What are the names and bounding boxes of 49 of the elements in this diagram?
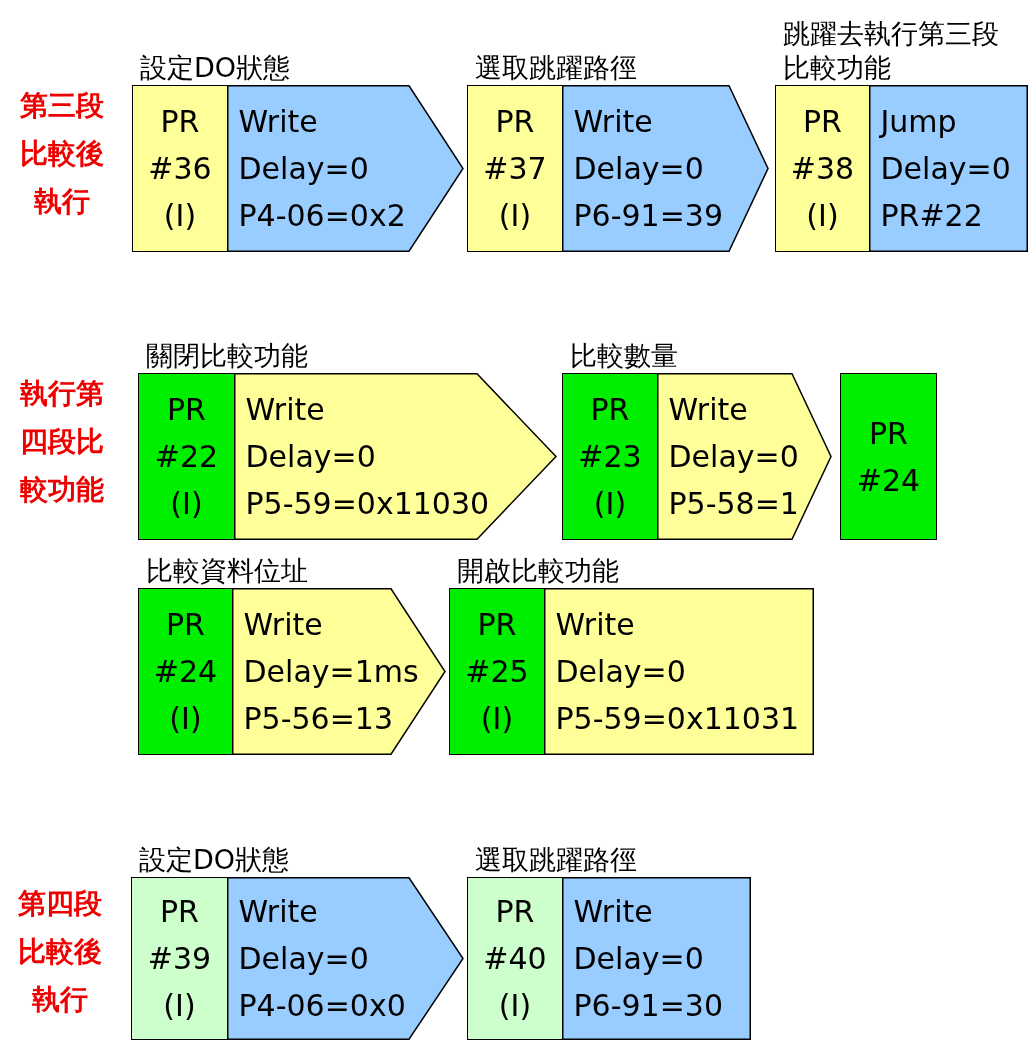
row-label: 第三段比較後執行	[19, 88, 105, 220]
parameter-text: P5-56=13	[243, 700, 393, 738]
block-heading: 關閉比較功能	[146, 339, 308, 373]
delay-text: Delay=0	[238, 150, 369, 188]
pr-number-box: PR #23 (I)	[562, 373, 658, 540]
command-text: Write	[243, 606, 323, 644]
parameter-text: P6-91=39	[573, 197, 723, 235]
delay-text: Delay=0	[573, 940, 704, 978]
row-label: 執行第四段比較功能	[19, 376, 105, 508]
pr-number-box: PR #22 (I)	[138, 373, 235, 540]
delay-text: Delay=0	[238, 940, 369, 978]
pr-number-box: PR #40 (I)	[467, 877, 563, 1040]
block-heading: 設定DO狀態	[139, 843, 290, 877]
parameter-text: P5-59=0x11030	[245, 485, 490, 523]
delay-text: Delay=0	[245, 438, 376, 476]
parameter-text: P5-58=1	[668, 485, 799, 523]
pr-number-box: PR #38 (I)	[775, 85, 870, 252]
pr-number-box: PR #25 (I)	[449, 588, 545, 755]
parameter-text: PR#22	[880, 197, 983, 235]
block-heading: 開啟比較功能	[457, 554, 619, 588]
delay-text: Delay=0	[555, 653, 686, 691]
block-heading: 比較數量	[570, 339, 678, 373]
command-text: Write	[238, 893, 318, 931]
block-heading: 比較資料位址	[146, 554, 308, 588]
pr-number-box: PR #39 (I)	[131, 877, 228, 1040]
block-heading: 設定DO狀態	[140, 51, 291, 85]
pr-number-box: PR #24 (I)	[138, 588, 233, 755]
command-text: Write	[238, 103, 318, 141]
block-heading: 選取跳躍路徑	[475, 51, 637, 85]
command-text: Write	[555, 606, 635, 644]
command-text: Jump	[880, 103, 957, 141]
pr-number-box: PR #37 (I)	[467, 85, 563, 252]
parameter-text: P6-91=30	[573, 987, 723, 1025]
parameter-text: P5-59=0x11031	[555, 700, 800, 738]
command-text: Write	[573, 893, 653, 931]
pr-number-box: PR #36 (I)	[132, 85, 228, 252]
delay-text: Delay=0	[668, 438, 799, 476]
parameter-text: P4-06=0x2	[238, 197, 406, 235]
delay-text: Delay=0	[573, 150, 704, 188]
parameter-text: P4-06=0x0	[238, 987, 406, 1025]
command-text: Write	[245, 391, 325, 429]
row-label: 第四段比較後執行	[17, 886, 103, 1018]
command-text: Write	[573, 103, 653, 141]
block-heading: 跳躍去執行第三段比較功能	[783, 17, 1000, 85]
delay-text: Delay=0	[880, 150, 1011, 188]
command-text: Write	[668, 391, 748, 429]
pr-number-box: PR #24	[840, 373, 937, 540]
block-heading: 選取跳躍路徑	[475, 843, 637, 877]
delay-text: Delay=1ms	[243, 653, 419, 691]
